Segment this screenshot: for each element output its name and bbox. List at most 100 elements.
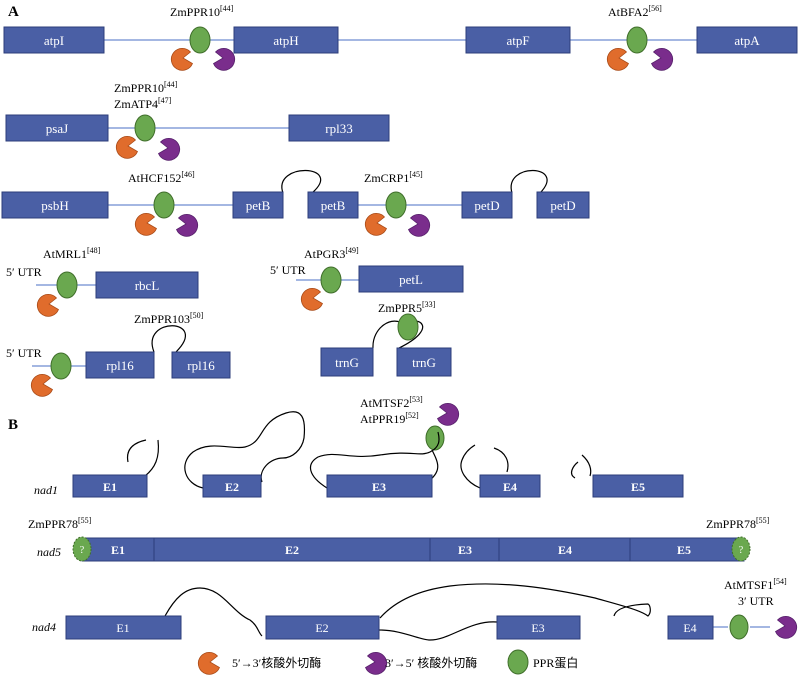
svg-text:atpH: atpH [273, 33, 298, 48]
exon-nad1-e1: E1 [72, 474, 148, 498]
svg-text:E3: E3 [372, 480, 386, 494]
gene-atpi: atpI [3, 26, 105, 54]
row-psbh-petb-petd: psbH petB petB petD petD AtHCF152[46] Zm… [1, 169, 590, 237]
rna-loop [460, 444, 481, 489]
gene-rpl16: rpl16 [85, 351, 155, 379]
rna-loop [570, 461, 579, 479]
svg-text:atpI: atpI [44, 33, 64, 48]
exonuclease-3to5-icon [651, 47, 674, 71]
ppr-protein-icon [731, 536, 751, 562]
protein-label-zmppr103: ZmPPR103[50] [134, 311, 204, 326]
exonuclease-5to3-icon [197, 651, 220, 675]
utr-label: 5′ UTR [270, 263, 306, 277]
svg-text:petL: petL [399, 272, 423, 287]
svg-text:E2: E2 [315, 621, 328, 635]
ppr-protein-icon [626, 26, 648, 54]
exon-label-e2: E2 [285, 543, 299, 557]
panel-label-a: A [8, 4, 19, 20]
exonuclease-5to3-icon [606, 47, 629, 71]
rna-loop [151, 325, 186, 353]
exon-label-e1: E1 [111, 543, 125, 557]
legend-label-ppr: PPR蛋白 [533, 655, 578, 670]
utr-label: 5′ UTR [6, 346, 42, 360]
protein-label-atpgr3: AtPGR3[49] [304, 246, 359, 261]
protein-label-zmppr10: ZmPPR10[44] [170, 4, 234, 19]
svg-text:trnG: trnG [412, 355, 436, 370]
ppr-protein-icon [397, 313, 419, 341]
protein-label-zmcrp1: ZmCRP1[45] [364, 170, 423, 185]
gene-rbcl: rbcL [95, 271, 199, 299]
exon-nad4-e1: E1 [65, 615, 182, 640]
rna-loop [378, 621, 498, 641]
utr-label: 3′ UTR [738, 594, 774, 608]
gene-rpl16: rpl16 [171, 351, 231, 379]
svg-text:rpl33: rpl33 [325, 121, 352, 136]
rna-loop [309, 431, 440, 489]
gene-psaj: psaJ [5, 114, 109, 142]
exon-nad1-e3: E3 [326, 474, 433, 498]
svg-text:E4: E4 [683, 621, 696, 635]
rna-loop [126, 439, 147, 463]
exonuclease-5to3-icon [30, 373, 53, 397]
svg-text:petD: petD [550, 198, 575, 213]
exonuclease-3to5-icon [176, 213, 199, 237]
svg-text:rpl16: rpl16 [187, 358, 215, 373]
svg-text:E4: E4 [503, 480, 517, 494]
row-psaj-rpl33: psaJ rpl33 ZmPPR10[44] ZmATP4[47] [5, 80, 390, 161]
svg-text:petD: petD [474, 198, 499, 213]
ppr-protein-icon [320, 266, 342, 294]
gene-name-nad1: nad1 [34, 483, 58, 497]
row-rbcl: AtMRL1[48] 5′ UTR rbcL [6, 246, 199, 317]
svg-text:E5: E5 [631, 480, 645, 494]
row-atp-operon: atpI atpH atpF atpA ZmPPR10[44] AtBFA2[5… [3, 4, 798, 71]
gene-petb: petB [307, 191, 359, 219]
rna-loop [493, 447, 509, 473]
gene-petb: petB [232, 191, 284, 219]
ppr-protein-icon [189, 26, 211, 54]
exonuclease-3to5-icon [437, 402, 460, 426]
ppr-protein-icon [134, 114, 156, 142]
exonuclease-3to5-icon [408, 213, 431, 237]
protein-label-atppr19: AtPPR19[52] [360, 411, 419, 426]
ppr-protein-icon [153, 191, 175, 219]
rna-loop [581, 454, 592, 477]
exon-label-e5: E5 [677, 543, 691, 557]
exon-label-e4: E4 [558, 543, 572, 557]
protein-label-atmrl1: AtMRL1[48] [43, 246, 101, 261]
gene-petd: petD [536, 191, 590, 219]
row-nad4: nad4 AtMTSF1[54] 3′ UTR E1 E2 E3 E4 [32, 577, 798, 641]
rna-loop [510, 169, 548, 194]
protein-label-zmppr5: ZmPPR5[33] [378, 300, 436, 315]
exonuclease-5to3-icon [170, 47, 193, 71]
exonuclease-5to3-icon [134, 212, 157, 236]
protein-label-zmatp4: ZmATP4[47] [114, 96, 172, 111]
svg-text:petB: petB [321, 198, 346, 213]
protein-label-zmppr10: ZmPPR10[44] [114, 80, 178, 95]
exon-nad1-e4: E4 [479, 474, 541, 498]
ppr-protein-icon [425, 425, 445, 451]
unknown-mark: ? [739, 545, 744, 556]
svg-text:psbH: psbH [41, 198, 68, 213]
gene-atpa: atpA [696, 26, 798, 54]
nad5-transcript-box [81, 537, 745, 562]
ppr-protein-icon [729, 614, 749, 640]
exon-label-e3: E3 [458, 543, 472, 557]
exonuclease-5to3-icon [364, 212, 387, 236]
svg-text:atpA: atpA [734, 33, 760, 48]
legend: 5′→3′核酸外切酶 3′→5′ 核酸外切酶 PPR蛋白 [197, 649, 578, 675]
svg-text:trnG: trnG [335, 355, 359, 370]
gene-psbh: psbH [1, 191, 109, 219]
exon-nad4-e4: E4 [667, 615, 714, 640]
protein-label-atbfa2: AtBFA2[56] [608, 4, 662, 19]
ppr-protein-icon [72, 536, 92, 562]
ppr-protein-icon [56, 271, 78, 299]
protein-label-zmppr78: ZmPPR78[55] [706, 516, 770, 531]
gene-petl: petL [358, 265, 464, 293]
panel-label-b: B [8, 417, 18, 433]
rna-loop [379, 583, 651, 619]
row-rpl16: ZmPPR103[50] 5′ UTR rpl16 rpl16 [6, 311, 231, 397]
svg-text:E3: E3 [531, 621, 544, 635]
exon-nad4-e3: E3 [496, 615, 581, 640]
gene-atph: atpH [233, 26, 339, 54]
exon-nad1-e5: E5 [592, 474, 684, 498]
